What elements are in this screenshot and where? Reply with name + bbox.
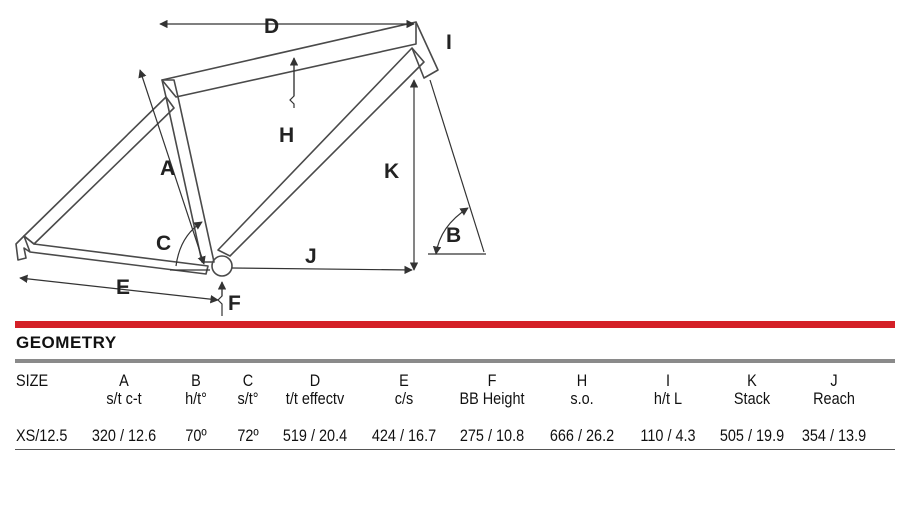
- dim-label-f: F: [228, 292, 241, 315]
- dim-label-a: A: [160, 157, 175, 180]
- seat-stay: [23, 96, 175, 245]
- col-header-b: B h/t°: [176, 372, 217, 408]
- dim-label-i: I: [446, 31, 452, 54]
- col-header-sub: Reach: [813, 389, 855, 408]
- col-header-key: SIZE: [16, 371, 49, 390]
- col-header-sub: BB Height: [459, 389, 525, 408]
- section-title: GEOMETRY: [16, 333, 117, 352]
- col-header-sub: s/t°: [237, 389, 259, 408]
- dim-label-k: K: [384, 160, 399, 183]
- col-header-size: SIZE: [16, 372, 48, 390]
- table-cell-size: XS/12.5: [16, 426, 68, 445]
- bike-frame-diagram: D I H A K C B J E F: [15, 15, 486, 316]
- col-header-f: F BB Height: [453, 372, 531, 408]
- dim-label-e: E: [116, 276, 130, 299]
- table-cell-e: 424 / 16.7: [371, 426, 437, 445]
- table-cell-h: 666 / 26.2: [549, 426, 615, 445]
- col-header-key: E: [399, 371, 409, 390]
- col-header-key: H: [576, 371, 588, 390]
- table-cell-i: 110 / 4.3: [640, 426, 696, 445]
- dim-label-d: D: [264, 15, 279, 38]
- dim-label-h: H: [279, 124, 294, 147]
- col-header-sub: h/t L: [653, 389, 683, 408]
- col-header-key: A: [119, 371, 129, 390]
- accent-divider: [15, 321, 895, 328]
- table-bottom-rule: [15, 449, 895, 450]
- down-tube: [217, 47, 425, 257]
- header-divider: [15, 359, 895, 363]
- col-header-i: I h/t L: [634, 372, 702, 408]
- col-header-key: F: [487, 371, 497, 390]
- frame-tubes: [15, 21, 439, 277]
- table-cell-c: 72º: [237, 426, 259, 445]
- head-tube: [411, 21, 439, 79]
- col-header-key: K: [747, 371, 757, 390]
- dimension-lines: [19, 19, 486, 316]
- chain-stay: [23, 235, 209, 275]
- table-cell-f: 275 / 10.8: [459, 426, 525, 445]
- col-header-key: D: [309, 371, 321, 390]
- col-header-sub: s/t c-t: [106, 389, 142, 408]
- col-header-key: I: [665, 371, 671, 390]
- col-header-key: B: [191, 371, 201, 390]
- col-header-sub: h/t°: [185, 389, 207, 408]
- col-header-d: D t/t effectv: [277, 372, 354, 408]
- col-header-sub: t/t effectv: [285, 389, 345, 408]
- col-header-key: C: [242, 371, 254, 390]
- col-header-h: H s.o.: [545, 372, 620, 408]
- col-header-j: J Reach: [798, 372, 869, 408]
- col-header-key: J: [830, 371, 838, 390]
- table-cell-a: 320 / 12.6: [91, 426, 157, 445]
- col-header-sub: Stack: [733, 389, 771, 408]
- col-header-sub: c/s: [394, 389, 414, 408]
- table-cell-k: 505 / 19.9: [719, 426, 785, 445]
- col-header-e: E c/s: [368, 372, 439, 408]
- top-tube: [161, 21, 417, 98]
- dim-label-c: C: [156, 232, 171, 255]
- table-cell-b: 70º: [185, 426, 207, 445]
- dim-label-j: J: [305, 245, 317, 268]
- rear-dropout: [15, 235, 31, 261]
- col-header-c: C s/t°: [228, 372, 269, 408]
- bottom-bracket: [211, 255, 233, 277]
- table-cell-d: 519 / 20.4: [282, 426, 348, 445]
- col-header-k: K Stack: [715, 372, 790, 408]
- table-cell-j: 354 / 13.9: [801, 426, 867, 445]
- col-header-sub: s.o.: [570, 389, 594, 408]
- col-header-a: A s/t c-t: [90, 372, 158, 408]
- dim-label-b: B: [446, 224, 461, 247]
